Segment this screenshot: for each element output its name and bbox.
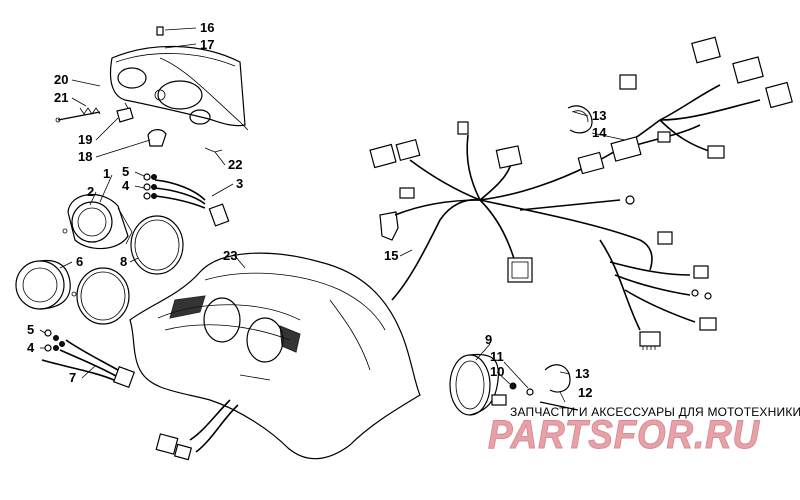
bulb-socket — [147, 129, 167, 147]
callout-1: 1 — [103, 166, 110, 181]
callout-4b: 4 — [27, 340, 35, 355]
callout-2: 2 — [87, 184, 94, 199]
gauge-wire-lead — [154, 179, 230, 227]
callout-6: 6 — [76, 254, 83, 269]
tachometer-gauge — [15, 259, 77, 310]
callout-23: 23 — [223, 248, 237, 263]
retainer-clip — [204, 147, 223, 153]
harness-connectors — [369, 36, 793, 350]
callout-9: 9 — [485, 332, 492, 347]
callout-16: 16 — [200, 20, 214, 35]
adjuster-screw — [55, 107, 101, 123]
callout-7: 7 — [69, 370, 76, 385]
panel-harness — [155, 399, 239, 461]
headlight-assembly — [109, 26, 249, 131]
callout-5a: 5 — [122, 164, 129, 179]
gauge-ring-6 — [76, 267, 130, 325]
speedometer-gauge — [62, 193, 133, 250]
callout-12: 12 — [578, 385, 592, 400]
callout-3: 3 — [236, 176, 243, 191]
indicator-bulbs-upper — [143, 173, 157, 200]
bulb-clip — [156, 26, 164, 36]
callout-17: 17 — [200, 37, 214, 52]
retaining-ring-upper — [567, 105, 593, 134]
callout-8: 8 — [120, 254, 127, 269]
callout-22: 22 — [228, 157, 242, 172]
callout-4a: 4 — [122, 178, 130, 193]
watermark-logo: PARTSFOR.RU — [488, 413, 760, 457]
watermark: ЗАПЧАСТИ И АКСЕССУАРЫ ДЛЯ МОТОТЕХНИКИ PA… — [488, 405, 800, 458]
callout-21: 21 — [54, 90, 68, 105]
watermark-tagline: ЗАПЧАСТИ И АКСЕССУАРЫ ДЛЯ МОТОТЕХНИКИ — [510, 405, 800, 419]
callout-20: 20 — [54, 72, 68, 87]
tail-light-assembly — [449, 353, 534, 416]
callout-10: 10 — [490, 364, 504, 379]
callout-11: 11 — [490, 349, 504, 364]
callout-5b: 5 — [27, 322, 34, 337]
callout-13-upper: 13 — [592, 108, 606, 123]
gauge-wire-lead-7 — [41, 339, 136, 389]
main-wiring-harness — [391, 84, 761, 331]
retaining-ring-lower — [544, 364, 571, 393]
leader-lines — [39, 27, 626, 403]
dash-panel — [129, 252, 421, 460]
headlight-bulb — [116, 102, 134, 123]
gauge-ring-8 — [130, 215, 184, 275]
callout-15: 15 — [384, 248, 398, 263]
callout-18: 18 — [78, 149, 92, 164]
callout-14: 14 — [592, 125, 607, 140]
lens-screw — [539, 401, 579, 411]
indicator-bulbs-lower — [44, 329, 65, 352]
callout-19: 19 — [78, 132, 92, 147]
callout-13-lower: 13 — [575, 366, 589, 381]
